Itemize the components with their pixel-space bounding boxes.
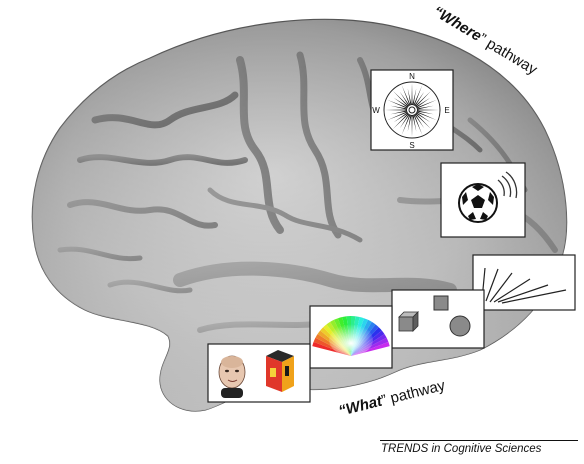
face-icon: [219, 356, 245, 398]
compass-north-label: N: [409, 72, 415, 81]
objects-card: [208, 344, 310, 402]
compass-east-label: E: [444, 106, 449, 115]
compass-card: N S E W: [371, 70, 453, 150]
motion-ball-card: [441, 163, 525, 237]
soccer-ball-icon: [459, 184, 497, 222]
credit-divider: [380, 440, 578, 441]
color-card: [310, 306, 392, 368]
oriented-lines-card: [473, 255, 575, 310]
journal-credit: TRENDS in Cognitive Sciences: [381, 443, 541, 455]
shapes-card: [392, 290, 484, 348]
compass-west-label: W: [372, 106, 380, 115]
toy-block-icon: [266, 350, 294, 392]
compass-south-label: S: [409, 141, 414, 150]
color-highlight: [329, 324, 373, 356]
